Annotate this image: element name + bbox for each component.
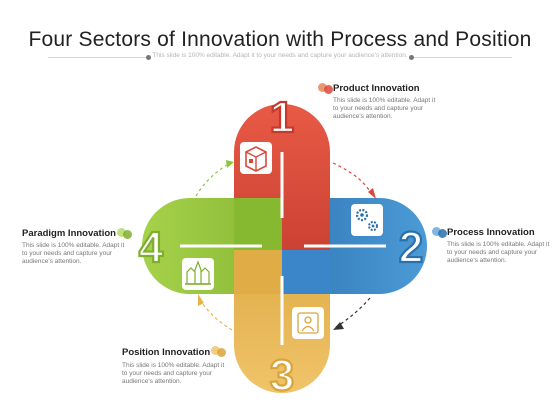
sector-3-number: 3 <box>270 351 294 400</box>
title-rule-right <box>412 57 512 58</box>
inner-guide-lines <box>180 152 386 345</box>
sector-4-bullet <box>117 227 133 239</box>
sector-3-desc: This slide is 100% editable. Adapt it to… <box>122 362 225 386</box>
person-target-icon <box>292 307 324 339</box>
page-subtitle: This slide is 100% editable. Adapt it to… <box>152 52 408 59</box>
sector-4-desc: This slide is 100% editable. Adapt it to… <box>22 242 125 266</box>
page-title: Four Sectors of Innovation with Process … <box>28 28 532 51</box>
arrow-4-to-1 <box>195 162 231 197</box>
sector-3-weave-right <box>282 250 330 294</box>
arrow-3-to-4 <box>199 299 233 331</box>
sector-1-number: 1 <box>270 93 294 142</box>
title-rule-left <box>48 57 148 58</box>
sector-4-label: Paradigm Innovation <box>22 228 116 239</box>
arrowhead-3-to-4 <box>198 294 204 306</box>
sector-1-desc: This slide is 100% editable. Adapt it to… <box>333 97 436 121</box>
sector-3-bullet <box>211 345 227 357</box>
sector-2-bullet <box>432 226 448 238</box>
arrowhead-4-to-1 <box>226 160 234 168</box>
arrow-2-to-3 <box>335 297 371 328</box>
sector-2-number: 2 <box>399 223 423 272</box>
title-rule-left-dot <box>146 55 151 60</box>
sector-1-label: Product Innovation <box>333 83 420 94</box>
title-rule-right-dot <box>409 55 414 60</box>
sector-3-label: Position Innovation <box>122 347 211 358</box>
sector-2-label: Process Innovation <box>447 227 535 238</box>
sector-1-bullet <box>318 82 334 94</box>
castle-icon <box>182 258 214 290</box>
arrow-1-to-2 <box>332 162 373 197</box>
arrowhead-1-to-2 <box>368 188 376 199</box>
gears-icon <box>351 204 383 236</box>
sector-4-number: 4 <box>139 223 164 272</box>
sector-3-weave <box>234 250 282 294</box>
package-box-icon <box>240 142 272 174</box>
sector-2-desc: This slide is 100% editable. Adapt it to… <box>447 241 550 265</box>
arrowhead-2-to-3 <box>333 322 344 330</box>
